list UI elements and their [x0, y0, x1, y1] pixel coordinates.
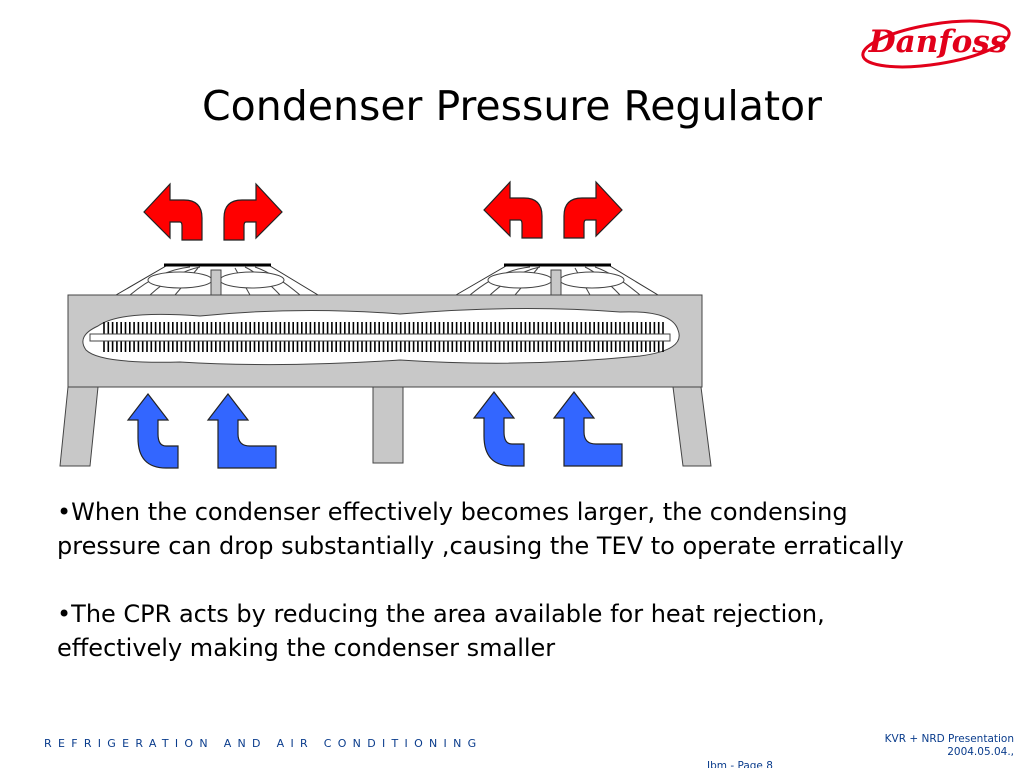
hot-air-arrows — [143, 181, 623, 241]
condenser-coil-tube — [89, 333, 671, 342]
danfoss-logo: Danfoss — [861, 19, 1011, 69]
bullet-item-2: •The CPR acts by reducing the area avail… — [57, 600, 825, 662]
bullet-item-1: •When the condenser effectively becomes … — [57, 498, 904, 560]
condenser-diagram — [59, 181, 712, 469]
cool-air-arrow-3 — [472, 391, 525, 467]
cool-air-arrow-1 — [126, 393, 179, 469]
hot-air-arrow-2 — [223, 183, 283, 241]
bullet-list: •When the condenser effectively becomes … — [57, 495, 957, 699]
fan-right — [454, 263, 660, 296]
leg-right — [672, 386, 712, 467]
hot-air-arrow-3 — [483, 181, 543, 239]
cool-air-arrow-4 — [552, 391, 623, 467]
danfoss-logo-text: Danfoss — [868, 24, 1007, 60]
hot-air-arrow-1 — [143, 183, 203, 241]
footer-date: 2004.05.04., — [947, 746, 1014, 758]
cool-air-arrow-2 — [206, 393, 277, 469]
footer-info: KVR + NRD Presentation 2004.05.04., — [885, 733, 1014, 759]
cool-air-arrows — [126, 391, 623, 469]
hot-air-arrow-4 — [563, 181, 623, 239]
leg-left — [59, 386, 99, 467]
fan-left — [114, 263, 320, 296]
slide-title: Condenser Pressure Regulator — [202, 82, 822, 130]
condenser-legs — [59, 386, 712, 467]
footer-tagline: REFRIGERATION AND AIR CONDITIONING — [44, 737, 483, 750]
footer-presentation: KVR + NRD Presentation — [884, 733, 1014, 745]
footer-page: Jbm - Page 8 — [707, 760, 773, 768]
condenser-coil-fins — [103, 322, 664, 352]
leg-middle — [372, 386, 404, 464]
